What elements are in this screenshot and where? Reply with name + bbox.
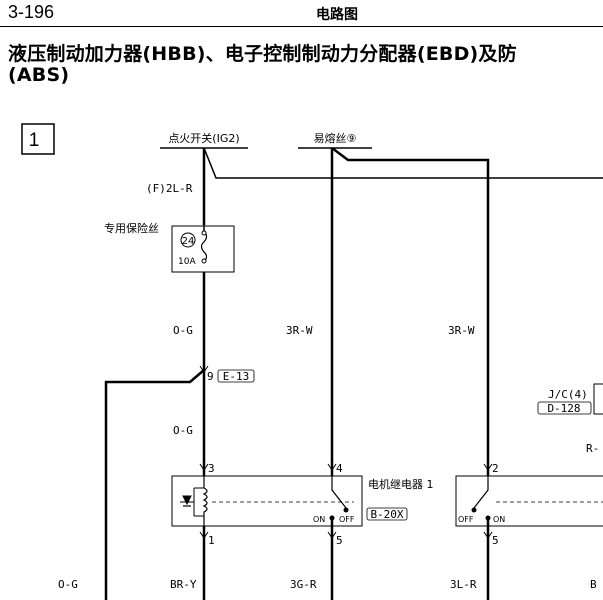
- relay-2-on-label: ON: [493, 515, 505, 524]
- relay-2-box: [455, 475, 603, 527]
- relay-2-off-label: OFF: [458, 515, 474, 524]
- d128-connector-box: [537, 401, 592, 415]
- pin-5b-arrow: [483, 531, 493, 539]
- fuse-label: 专用保险丝: [104, 221, 159, 235]
- wire-label-o-g-3: O-G: [58, 578, 78, 591]
- e13-connector-box: [217, 369, 255, 383]
- motor-relay-1-box: [171, 475, 363, 527]
- fuse-terminal-bottom: [201, 258, 207, 264]
- wire-o-g-branch: [104, 369, 205, 600]
- pin-1-arrow: [199, 531, 209, 539]
- relay-pin-1: 1: [208, 534, 215, 547]
- pin-5-arrow: [327, 531, 337, 539]
- motor-relay-1-label: 电机继电器 1: [368, 477, 434, 491]
- relay-2-contact-off: [471, 507, 477, 513]
- diode-frame: [193, 487, 204, 517]
- wire-label-r-partial: R-: [586, 442, 599, 455]
- relay-pin-2: 2: [492, 462, 499, 475]
- wire-label-o-g-1: O-G: [173, 324, 193, 337]
- page-header: 3-196 电路图: [0, 0, 603, 27]
- wire-label-o-g-2: O-G: [173, 424, 193, 437]
- fuse-number-circle: [180, 232, 196, 248]
- wire-f-2l-r: [203, 147, 603, 179]
- wire-label-b-partial: B: [590, 578, 597, 591]
- wire-3r-w-right: [331, 147, 490, 476]
- relay-contact-off: [343, 507, 349, 513]
- b20x-connector-box: [366, 507, 408, 521]
- page-number: 3-196: [8, 2, 55, 22]
- relay-pin-3: 3: [208, 462, 215, 475]
- wire-label-3r-w-1: 3R-W: [286, 324, 313, 337]
- section-box: [21, 123, 55, 155]
- fuse-element: [200, 231, 208, 263]
- wire-label-3r-w-2: 3R-W: [448, 324, 475, 337]
- relay-pin-5: 5: [336, 534, 343, 547]
- relay-2-switch-arm: [473, 476, 489, 509]
- header-rule: [0, 26, 603, 27]
- relay-2-pin-5: 5: [492, 534, 499, 547]
- section-title: 电路图: [316, 7, 358, 23]
- wire-label-f-2l-r: (F)2L-R: [146, 182, 193, 195]
- pin-4-arrow: [327, 463, 337, 471]
- fuse-number: 24: [182, 236, 195, 247]
- page-title: 液压制动加力器(HBB)、电子控制制动力分配器(EBD)及防 (ABS): [8, 43, 517, 86]
- relay-pin-4: 4: [336, 462, 343, 475]
- section-number: 1: [29, 130, 40, 151]
- relay-switch-arm: [331, 476, 347, 509]
- relay-off-label: OFF: [339, 515, 355, 524]
- fuse-terminal-top: [201, 230, 207, 236]
- wire-label-3g-r: 3G-R: [290, 578, 317, 591]
- fuse-9-label: 易熔丝⑨: [314, 131, 357, 145]
- wire-label-3l-r: 3L-R: [450, 578, 477, 591]
- e13-connector-mark: [199, 365, 209, 373]
- pin-2-arrow: [483, 463, 493, 471]
- diode-icon: [182, 495, 192, 506]
- b20x-connector-label: B-20X: [370, 508, 403, 521]
- pin-3-arrow: [199, 463, 209, 471]
- ignition-switch-label: 点火开关(IG2): [168, 131, 239, 145]
- wire-label-br-y: BR-Y: [170, 578, 197, 591]
- relay-on-label: ON: [313, 515, 325, 524]
- jc4-label: J/C(4): [548, 388, 588, 401]
- jc4-box: [593, 383, 603, 415]
- fuse-rating: 10A: [178, 257, 196, 267]
- e13-pin-number: 9: [207, 370, 214, 383]
- d128-connector-label: D-128: [547, 402, 580, 415]
- e13-connector-label: E-13: [223, 370, 250, 383]
- relay-coil-icon: [202, 476, 208, 526]
